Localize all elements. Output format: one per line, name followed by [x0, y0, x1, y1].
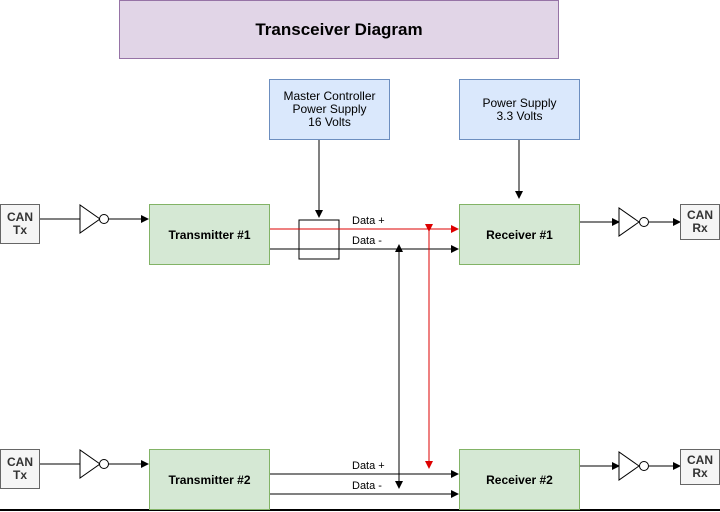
diagram-title: Transceiver Diagram [119, 0, 559, 59]
transmitter-1: Transmitter #1 [149, 204, 270, 265]
inverter-rx1 [618, 207, 640, 237]
master-supply-line2: Power Supply [292, 102, 367, 116]
can-tx-1-line1: CAN [7, 210, 33, 224]
can-rx-2-line2: Rx [692, 466, 708, 480]
can-tx-2-line2: Tx [12, 468, 27, 482]
data-plus-label-2: Data + [352, 460, 385, 472]
can-tx-2: CAN Tx [0, 449, 40, 489]
can-rx-2: CAN Rx [680, 449, 720, 485]
diagram-title-text: Transceiver Diagram [255, 19, 423, 39]
can-rx-1: CAN Rx [680, 204, 720, 240]
can-tx-1-line2: Tx [12, 223, 27, 237]
can-rx-1-line1: CAN [687, 208, 713, 222]
data-plus-label-1: Data + [352, 215, 385, 227]
data-minus-label-2: Data - [352, 480, 382, 492]
can-rx-1-line2: Rx [692, 221, 708, 235]
can-tx-1: CAN Tx [0, 204, 40, 244]
can-rx-2-line1: CAN [687, 453, 713, 467]
power-supply-line1: Power Supply [482, 95, 557, 110]
receiver-1: Receiver #1 [459, 204, 580, 265]
inverter-tx1 [79, 204, 101, 234]
inverter-rx2 [618, 451, 640, 481]
transmitter-2: Transmitter #2 [149, 449, 270, 510]
transmitter-1-label: Transmitter #1 [168, 227, 251, 242]
receiver-2-label: Receiver #2 [486, 472, 553, 487]
master-supply-line3: 16 Volts [308, 115, 351, 129]
can-tx-2-line1: CAN [7, 455, 33, 469]
receiver-2: Receiver #2 [459, 449, 580, 510]
choke-box [298, 219, 340, 260]
master-controller-power-supply: Master Controller Power Supply 16 Volts [269, 79, 390, 140]
receiver-1-label: Receiver #1 [486, 227, 553, 242]
power-supply-line2: 3.3 Volts [496, 108, 543, 123]
data-minus-label-1: Data - [352, 235, 382, 247]
power-supply-3v3: Power Supply 3.3 Volts [459, 79, 580, 140]
master-supply-line1: Master Controller [283, 89, 376, 103]
transmitter-2-label: Transmitter #2 [168, 472, 251, 487]
inverter-tx2 [79, 449, 101, 479]
